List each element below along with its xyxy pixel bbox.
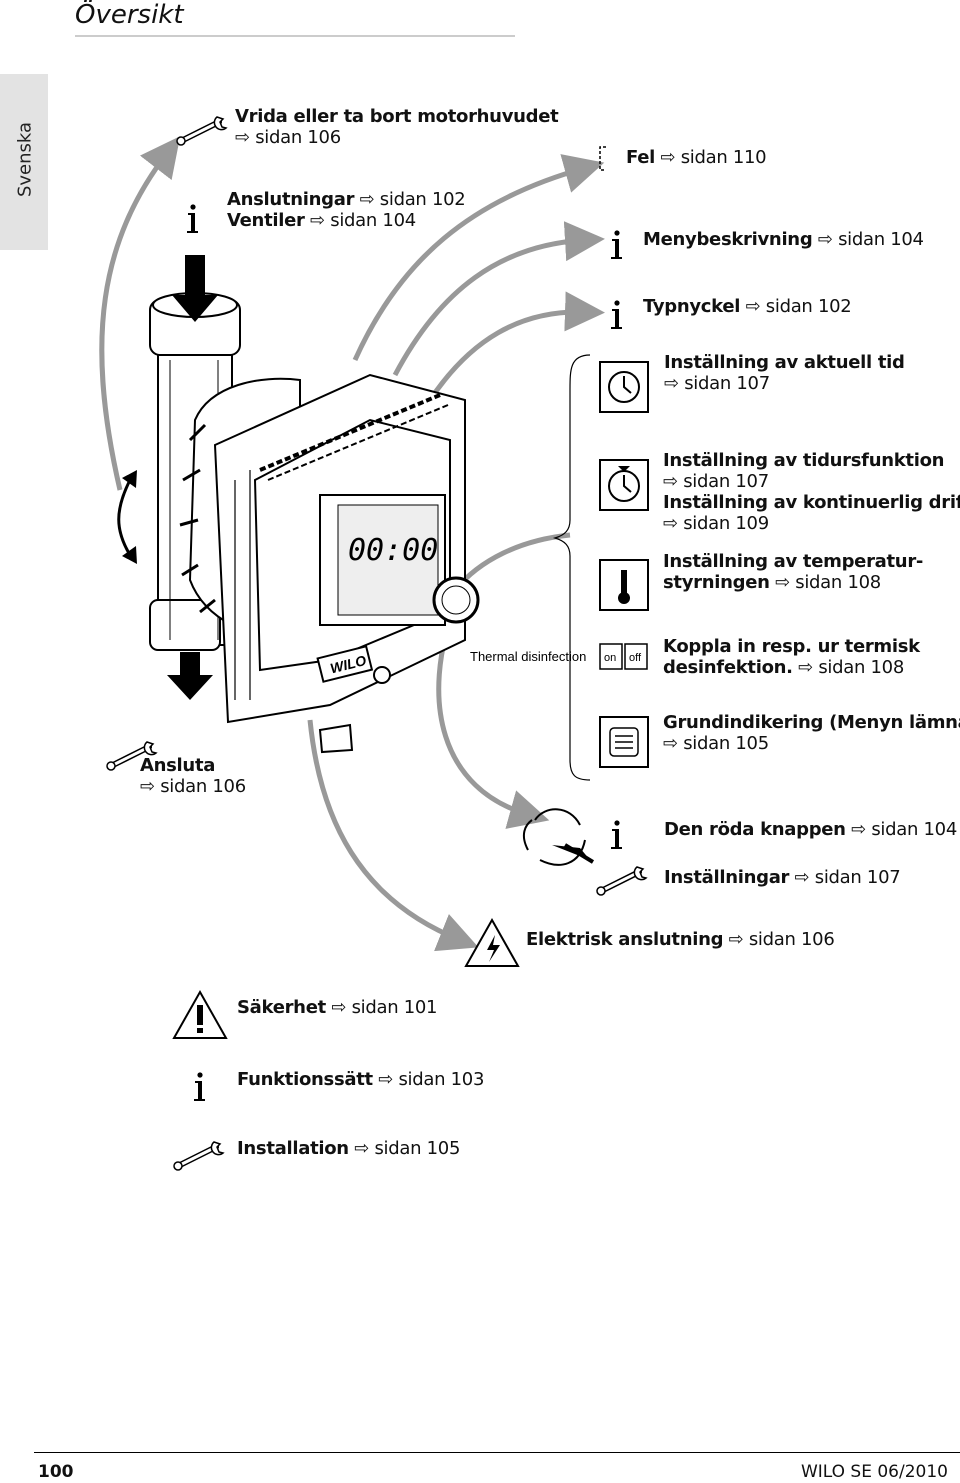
thermal-disinfection-label: Thermal disinfection [470,649,586,664]
inflow-arrow [172,255,218,322]
label-roda-knappen[interactable]: Den röda knappen ⇨ sidan 104 [664,819,957,840]
brace [552,354,591,781]
info-icon [611,230,622,259]
wrench-icon [174,1142,223,1170]
lcd-screen [337,504,439,616]
label-aktuell-tid[interactable]: Inställning av aktuell tid⇨ sidan 107 [664,352,905,394]
label-typnyckel[interactable]: Typnyckel ⇨ sidan 102 [643,296,852,317]
label-grund[interactable]: Grundindikering (Menyn lämnas)⇨ sidan 10… [663,712,960,754]
wrench-icon [597,867,646,895]
label-ansluta[interactable]: Ansluta⇨ sidan 106 [140,755,246,797]
label-funktion[interactable]: Funktionssätt ⇨ sidan 103 [237,1069,485,1090]
label-kontinuerlig[interactable]: Inställning av kontinuerlig drift⇨ sidan… [663,492,960,534]
thermometer-icon [599,559,649,611]
timer-icon [599,459,649,511]
label-fel[interactable]: Fel ⇨ sidan 110 [626,147,767,168]
fel-icon [599,146,606,171]
switch-off-label: off [629,652,642,664]
label-motorhead[interactable]: Vrida eller ta bort motorhuvudet⇨ sidan … [235,106,559,148]
safety-warning-icon [172,989,228,1039]
control-knob[interactable] [432,576,480,624]
wrench-icon [177,117,226,145]
info-icon [194,1072,205,1101]
info-icon [611,820,622,849]
page-title: Översikt [75,0,184,30]
brand-plate: WILO [316,645,374,683]
rotate-arrow [117,479,132,556]
label-meny[interactable]: Menybeskrivning ⇨ sidan 104 [643,229,924,250]
label-ventiler[interactable]: Ventiler ⇨ sidan 104 [227,210,416,231]
clock-icon [599,361,649,413]
label-tidsfunktion[interactable]: Inställning av tidursfunktion⇨ sidan 107 [663,450,945,492]
info-icon [187,204,198,233]
outflow-arrow [167,652,213,700]
on-off-switch[interactable]: on off [599,643,648,670]
cable-gland [318,723,354,754]
label-temperatur[interactable]: Inställning av temperatur-styrningen ⇨ s… [663,551,924,593]
switch-on-label: on [604,652,616,664]
page-number: 100 [38,1462,74,1482]
label-anslutningar[interactable]: Anslutningar ⇨ sidan 102 [227,189,466,210]
electric-warning-icon [464,917,520,967]
title-underline [75,35,515,37]
info-icon [611,300,622,329]
red-button-icon [522,808,595,866]
screw [373,666,391,684]
lcd-time: 00:00 [348,533,438,568]
label-elektrisk[interactable]: Elektrisk anslutning ⇨ sidan 106 [526,929,835,950]
label-installningar[interactable]: Inställningar ⇨ sidan 107 [664,867,901,888]
footer-rule [34,1452,960,1453]
language-tab[interactable]: Svenska [0,74,48,250]
doc-reference: WILO SE 06/2010 [800,1462,948,1482]
reference-arrows [99,136,605,952]
label-sakerhet[interactable]: Säkerhet ⇨ sidan 101 [237,997,438,1018]
label-installation[interactable]: Installation ⇨ sidan 105 [237,1138,461,1159]
menu-list-icon [599,716,649,768]
